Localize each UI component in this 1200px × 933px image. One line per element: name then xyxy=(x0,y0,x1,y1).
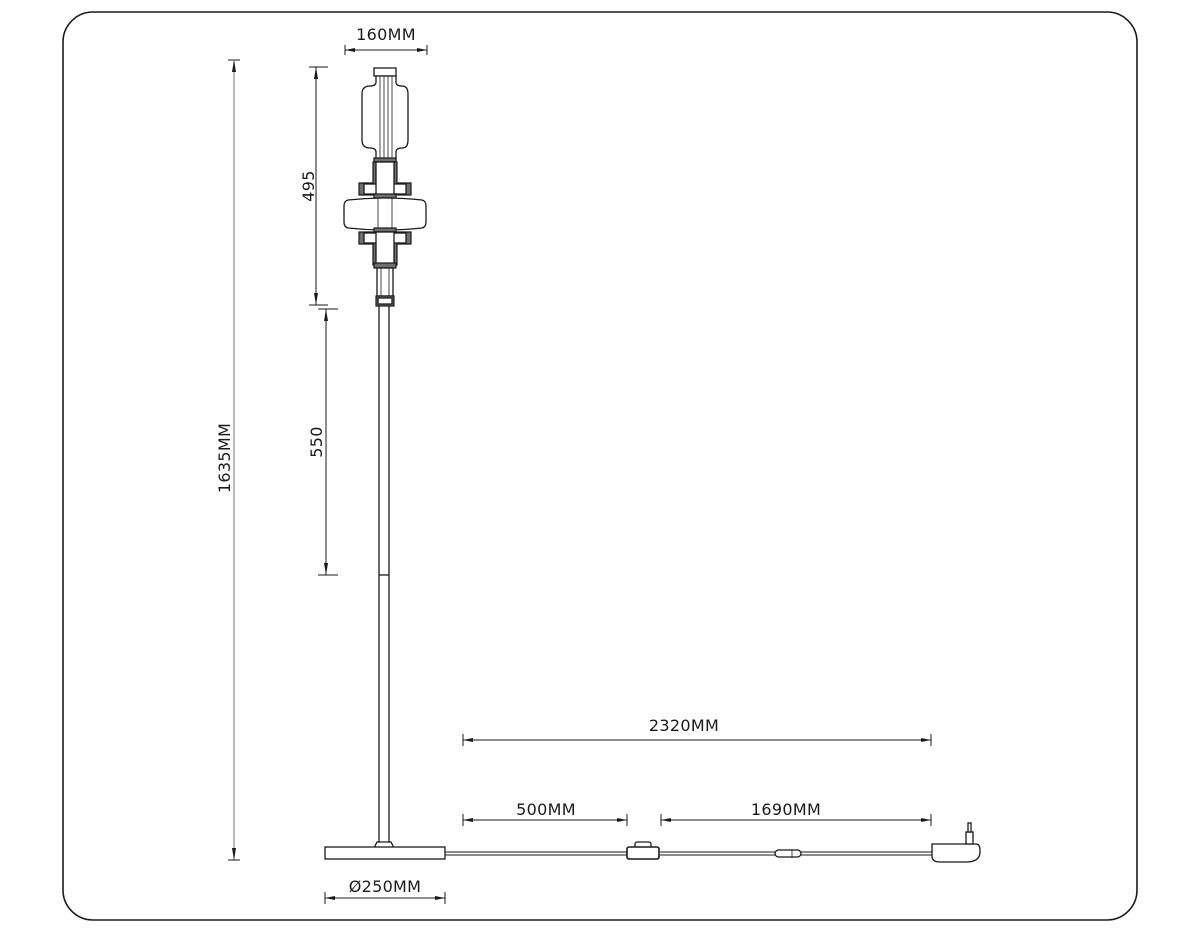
round-base xyxy=(324,846,446,860)
power-cable xyxy=(445,822,981,863)
center-disc-shade xyxy=(343,197,427,231)
foot-switch xyxy=(626,841,660,860)
power-adapter-plug xyxy=(931,822,981,863)
label-base-diameter: Ø250MM xyxy=(349,877,422,896)
dim-total-height: 1635MM xyxy=(215,59,240,861)
label-head-width: 160MM xyxy=(356,25,416,44)
dim-stem-segment: 550 xyxy=(307,308,338,576)
inline-connector xyxy=(774,849,802,858)
dim-base-diameter: Ø250MM xyxy=(324,877,446,904)
dim-head-height: 495 xyxy=(299,66,328,306)
top-cap xyxy=(373,67,397,77)
dim-cable-to-switch: 500MM xyxy=(462,800,628,826)
drawing-frame xyxy=(62,11,1138,921)
label-cable-to-switch: 500MM xyxy=(516,800,576,819)
upper-glass-shade xyxy=(361,75,409,161)
lamp-head xyxy=(343,67,427,307)
pole xyxy=(372,306,396,849)
label-stem-segment: 550 xyxy=(307,426,326,457)
dim-switch-to-plug: 1690MM xyxy=(660,800,932,826)
label-head-height: 495 xyxy=(299,170,318,201)
label-switch-to-plug: 1690MM xyxy=(751,800,821,819)
dim-cable-total: 2320MM xyxy=(462,716,932,746)
dim-head-width: 160MM xyxy=(344,25,428,55)
label-total-height: 1635MM xyxy=(215,423,234,493)
label-cable-total: 2320MM xyxy=(649,716,719,735)
